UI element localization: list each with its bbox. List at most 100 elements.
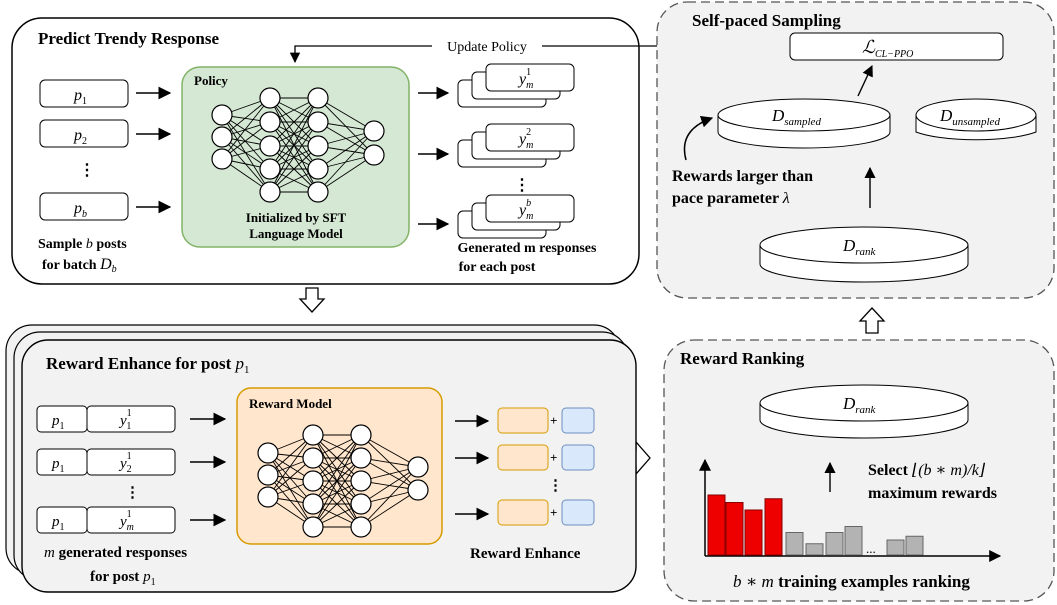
policy-node [307,135,329,157]
policy-node [307,158,329,180]
svg-text:⋮: ⋮ [125,485,140,501]
svg-text:b ∗ m training examples rankin: b ∗ m training examples ranking [733,572,970,591]
reward-model-network: Reward Model [236,387,443,545]
policy-node [259,87,281,109]
svg-text:Dsampled: Dsampled [771,106,821,128]
reward-node [302,470,324,492]
svg-text:maximum rewards: maximum rewards [868,485,997,502]
svg-text:for each post: for each post [459,260,536,275]
update-policy-label: Update Policy [447,40,527,55]
svg-text:Language Model: Language Model [249,226,343,241]
ranking-bar [905,535,924,556]
enhance-bonus-box [561,444,595,471]
enhance-reward-box [497,444,549,471]
svg-text:Sample b posts: Sample b posts [38,237,127,252]
svg-text:y1m: y1m [118,509,134,533]
svg-text:ℒCL−PPO: ℒCL−PPO [862,37,913,60]
loss-box: ℒCL−PPO [789,32,1004,61]
plus-sign: + [550,505,557,520]
ranking-title: Reward Ranking [680,349,805,368]
enhance-reward-box [497,407,549,434]
self-paced-title: Self-paced Sampling [692,11,841,30]
ranking-bars [707,494,924,556]
d-rank-cylinder-bottom: Drank [759,384,969,439]
policy-network: Policy Initialized by SFT Language Model [181,66,410,248]
reward-node [350,470,372,492]
reward-node [302,424,324,446]
svg-text:p1: p1 [51,413,65,432]
ranking-bar [744,509,763,556]
svg-text:Generated m responses: Generated m responses [458,241,597,256]
policy-node [307,111,329,133]
ranking-bar [725,502,744,556]
reward-node [350,447,372,469]
svg-text:p1: p1 [51,514,65,533]
input-post-1: p1 [39,79,129,108]
hollow-arrow-up [858,307,886,334]
svg-text:⋮: ⋮ [514,177,530,194]
policy-node [363,120,385,142]
d-unsampled-cylinder: Dunsampled [915,98,1037,141]
svg-text:pace parameter λ: pace parameter λ [672,190,790,207]
hollow-arrow-down [298,287,326,313]
ranking-bar [764,498,783,556]
svg-text:y1m: y1m [517,67,533,91]
input-post-b: pb [39,192,129,221]
ranking-bar [805,543,824,556]
ranking-bar [707,494,726,556]
self-paced-panel: Self-paced Sampling ℒCL−PPO Dsampled Dun… [656,1,1055,299]
svg-text:ybm: ybm [517,198,533,222]
reward-node [302,447,324,469]
input-post-2: p2 [39,119,129,148]
ranking-bar [785,532,804,556]
policy-node [211,104,233,126]
svg-text:...: ... [866,541,876,556]
svg-text:for post p1: for post p1 [90,569,156,588]
svg-text:p1: p1 [73,87,87,107]
svg-text:Drank: Drank [842,236,877,258]
reward-ranking-panel: Reward Ranking Drank Select ⌊(b ∗ m)/k⌋ … [663,339,1055,602]
svg-text:pb: pb [73,200,87,220]
ranking-bar [825,532,844,556]
policy-node [259,158,281,180]
reward-enhance-label: Reward Enhance [470,546,581,562]
reward-node [257,442,279,464]
policy-node [259,181,281,203]
svg-text:Initialized by SFT: Initialized by SFT [246,210,347,225]
policy-node [211,126,233,148]
ranking-bar [844,526,863,556]
enhance-reward-box [497,499,549,526]
svg-text:m generated responses: m generated responses [44,545,187,561]
ranking-bar [886,539,905,556]
svg-text:y2m: y2m [517,127,533,151]
svg-text:Select ⌊(b ∗ m)/k⌋: Select ⌊(b ∗ m)/k⌋ [868,462,986,479]
policy-node [307,181,329,203]
policy-label: Policy [194,73,228,88]
policy-node [259,135,281,157]
reward-node [302,493,324,515]
policy-node [211,148,233,170]
svg-text:p1: p1 [51,456,65,475]
svg-text:⋮: ⋮ [548,478,563,494]
plus-sign: + [550,450,557,465]
svg-text:Dunsampled: Dunsampled [939,106,1000,128]
d-sampled-cylinder: Dsampled [717,98,891,149]
svg-text:y11: y11 [118,408,132,432]
reward-node [407,456,429,478]
enhance-pairs: +++ [497,407,595,526]
d-rank-cylinder-top: Drank [759,226,969,283]
reward-model-label: Reward Model [249,396,332,411]
input-vdots: ⋮ [79,162,95,179]
policy-node [307,87,329,109]
reward-node [302,516,324,538]
reward-node [407,479,429,501]
reward-node [350,424,372,446]
